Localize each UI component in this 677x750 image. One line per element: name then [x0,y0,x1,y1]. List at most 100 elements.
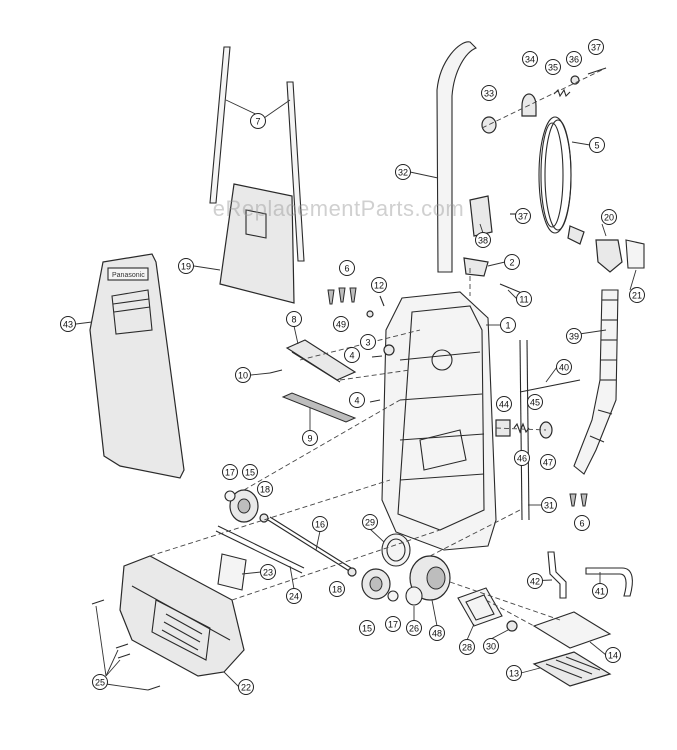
callout-circle [250,113,266,129]
callout-circle [601,209,617,225]
callout-label: 49 [336,320,346,330]
callout-label: 13 [509,669,519,679]
watermark-text: eReplacementParts.com [212,196,465,221]
callout-circle [385,616,401,632]
callout-circle [429,625,445,641]
part-14-exhaust-filter [532,611,612,649]
part-13-grill [532,651,612,687]
callout-circle [540,454,556,470]
callout-c37b: 37 [515,208,531,224]
callout-c44: 44 [496,396,512,412]
part-29-motor-gasket [381,533,411,567]
callout-c22: 22 [238,679,254,695]
callout-c8: 8 [286,311,302,327]
callout-c20: 20 [601,209,617,225]
callout-label: 30 [486,642,496,652]
callout-label: 43 [63,320,73,330]
callout-label: 11 [519,295,528,305]
callout-c31: 31 [541,497,557,513]
callout-c3: 3 [360,334,376,350]
callout-c18a: 18 [257,481,273,497]
part-41-curved-tube [585,567,633,597]
part-9-bumper-strip [281,392,357,423]
callout-circle [629,287,645,303]
part-23-belt-cover [217,553,247,591]
part-36-washer [570,75,580,85]
part-6-wire-nuts [327,287,588,507]
callout-circle [506,665,522,681]
brand-label: Panasonic [112,272,145,279]
callout-circle [475,232,491,248]
callout-circle [406,620,422,636]
callout-c28: 28 [459,639,475,655]
callout-label: 14 [608,651,618,661]
part-42-bent-tube [547,551,567,599]
callout-circle [504,254,520,270]
callout-circle [516,291,532,307]
callout-circle [395,164,411,180]
callout-circle [483,638,499,654]
callout-c23: 23 [260,564,276,580]
part-38-cord-hook [469,195,493,237]
part-16-axle [267,516,357,575]
part-45-spring [513,422,530,434]
callout-c12: 12 [371,277,387,293]
callout-circle [459,639,475,655]
part-17-cap-right [387,590,399,602]
callout-c9: 9 [302,430,318,446]
callout-label: 44 [499,400,509,410]
callout-label: 12 [374,281,384,291]
callout-label: 34 [525,55,535,65]
part-18-bushing-right [347,567,357,577]
callout-label: 38 [478,236,488,246]
callout-c49: 49 [333,316,349,332]
part-33-grip [481,116,497,134]
callout-label: 6 [344,264,349,274]
part-5-power-cord [538,116,585,245]
part-7-trim-strips [209,46,305,262]
part-28-filter [457,587,503,627]
callout-circle [371,277,387,293]
callout-circle [605,647,621,663]
part-37-screw [587,67,607,75]
callout-circle [362,514,378,530]
callout-circle [556,359,572,375]
callout-circle [339,260,355,276]
callout-c10: 10 [235,367,251,383]
callout-label: 15 [245,468,255,478]
callout-circle [545,59,561,75]
callout-c2: 2 [504,254,520,270]
callout-c15b: 15 [359,620,375,636]
callout-label: 2 [509,258,514,268]
part-21-gasket [625,239,645,269]
callout-label: 21 [632,291,642,301]
callout-label: 17 [225,468,235,478]
callout-circle [312,516,328,532]
callout-label: 1 [505,321,510,331]
part-32-handle-tube [436,41,477,273]
callout-label: 17 [388,620,398,630]
callout-circle [359,620,375,636]
callout-c24: 24 [286,588,302,604]
part-43-front-cover: Panasonic [89,253,185,479]
callout-label: 39 [569,332,579,342]
part-39-hose [573,289,619,475]
callout-circle [574,515,590,531]
callout-label: 29 [365,518,375,528]
callout-circle [238,679,254,695]
callout-label: 23 [263,568,273,578]
callout-label: 15 [362,624,372,634]
callout-c36: 36 [566,51,582,67]
callout-label: 18 [332,585,342,595]
part-26-motor-cup [405,586,423,606]
callout-label: 8 [291,315,296,325]
callout-label: 37 [591,43,601,53]
callout-label: 42 [530,577,540,587]
callout-label: 9 [307,434,312,444]
callout-circle [588,39,604,55]
callout-circle [496,396,512,412]
callout-label: 4 [354,396,359,406]
callout-c6b: 6 [574,515,590,531]
callout-circle [566,328,582,344]
